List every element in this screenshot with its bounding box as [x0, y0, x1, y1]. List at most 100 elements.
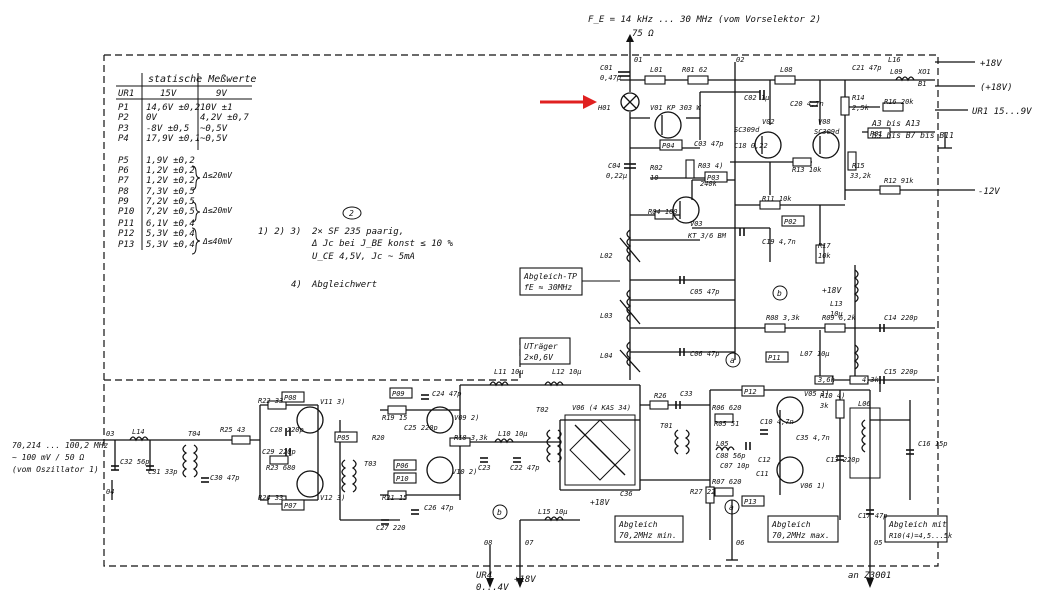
node-a-lower: a — [729, 503, 734, 512]
component-label-r10v: 3k — [819, 402, 829, 410]
table-cell: P8 — [118, 187, 129, 197]
abgleich-mit-value: R10(4)=4,5...5k — [889, 532, 953, 540]
component-label-c22: C22 47p — [510, 464, 540, 472]
component-label-c20: C20 4,7n — [790, 100, 824, 108]
table-cell: P13 — [118, 240, 134, 250]
component-label-t02: T02 — [536, 406, 549, 414]
v01-fet-icon — [654, 111, 682, 139]
component-label-c01v: 0,47μ — [600, 74, 621, 82]
component-label-r15: R15 — [852, 162, 865, 170]
table-cell: ~0,5V — [200, 124, 228, 134]
component-label-t01: T01 — [660, 422, 673, 430]
test-point-label: P10 — [396, 475, 409, 483]
left-input-source: (vom Oszillator 1) — [12, 465, 99, 474]
test-point-p02 — [781, 215, 805, 227]
component-label-v02: V02 — [762, 118, 775, 126]
table-cell: P11 — [118, 219, 134, 229]
table-cell: ~0,5V — [200, 134, 228, 144]
table-cell: 7,3V ±0,5 — [146, 187, 195, 197]
test-point-p11 — [765, 351, 789, 363]
bottom-io: UR4 0...4V +18V an Z3001 — [476, 559, 891, 593]
table-header-15v: 15V — [160, 89, 177, 99]
component-label-v12: V12 3) — [320, 494, 345, 502]
test-point-p10 — [393, 472, 417, 484]
component-label-r01: R01 62 — [682, 66, 707, 74]
table-cell: 5,3V ±0,4 — [146, 240, 195, 250]
table-title: statische Meßwerte — [148, 74, 256, 85]
component-label-t03: T03 — [364, 460, 377, 468]
node-b-lower: b — [497, 508, 502, 517]
abgleich-mit-label: Abgleich mit — [888, 520, 947, 529]
node-a: a — [730, 356, 735, 365]
component-label-r09: R09 6,2k — [822, 314, 857, 322]
abgleich-mit-box — [884, 515, 948, 543]
brace-label-1: Δ≤20mV — [202, 171, 233, 180]
test-point-label: P01 — [870, 130, 883, 138]
io-ur4-range: 0...4V — [476, 583, 509, 593]
table-cell: 7,2V ±0,5 — [146, 197, 195, 207]
node-05: 05 — [874, 539, 882, 547]
input-freq-label: F_E = 14 kHz ... 30 MHz (vom Vorselektor… — [588, 15, 821, 25]
notes-line2: Δ Jc bei J_BE konst ≤ 10 % — [311, 239, 453, 249]
table-cell: P4 — [118, 134, 129, 144]
test-point-label: P08 — [284, 394, 297, 402]
component-label-l05: L05 — [716, 440, 729, 448]
component-label-r11: R11 10k — [762, 195, 792, 203]
component-label-b1: B1 — [918, 80, 926, 88]
notes-refs: 1) 2) 3) — [258, 227, 301, 237]
table-cell: P7 — [118, 176, 129, 186]
table-header-ur1: UR1 — [118, 89, 134, 99]
table-cell: 14,6V ±0,2 — [146, 103, 200, 113]
component-label-c19: C19 4,7n — [762, 238, 796, 246]
component-label-c07: C07 10p — [720, 462, 750, 470]
component-label-c17: C17 47p — [858, 512, 888, 520]
brace-label-3: Δ≤40mV — [202, 237, 233, 246]
component-label-c12: C12 — [758, 456, 771, 464]
component-label-r07b: R07 620 — [712, 478, 742, 486]
component-label-r04: R04 100 — [648, 208, 678, 216]
component-label-v05: V05 1) — [804, 390, 829, 398]
component-label-r03v: 240k — [700, 180, 718, 188]
component-label-r03: R03 4) — [698, 162, 723, 170]
v10-transistor-icon — [426, 456, 454, 484]
test-point-p12 — [741, 385, 765, 397]
left-input-level: ~ 100 mV / 50 Ω — [12, 453, 84, 462]
component-label-r08: R08 3,3k — [766, 314, 801, 322]
io-minus12: -12V — [978, 187, 1000, 197]
component-label-l13v: 10μ — [830, 310, 843, 318]
test-point-label: P06 — [396, 462, 409, 470]
table-cell: 7,2V ±0,5 — [146, 207, 195, 217]
component-label-c18: C18 0,22 — [734, 142, 768, 150]
component-label-r21: R21 15 — [382, 494, 407, 502]
component-label-c15: C15 220p — [884, 368, 918, 376]
upper-circuit-wires — [620, 62, 935, 392]
node-a-circle-lower — [724, 499, 740, 515]
table-cell: 4,2V ±0,7 — [200, 113, 249, 123]
abgleich-tp-box — [519, 267, 583, 296]
test-point-p03 — [704, 171, 728, 183]
test-point-label: P13 — [744, 498, 757, 506]
component-label-c06: C06 47p — [690, 350, 720, 358]
component-label-c33: C33 — [680, 390, 693, 398]
notes-block: 2 1) 2) 3) 2× SF 235 paarig, Δ Jc bei J_… — [258, 206, 453, 290]
component-label-v08v: SC309d — [814, 128, 840, 136]
component-label-r14v: 2,5k — [852, 104, 870, 112]
upper-transistors — [654, 111, 840, 224]
component-label-v11: V11 3) — [320, 398, 345, 406]
test-point-p08 — [281, 391, 305, 403]
component-label-l11: L11 10μ — [494, 368, 524, 376]
component-label-r25: R25 43 — [220, 426, 245, 434]
component-label-r07: 3,6k — [817, 376, 836, 384]
node-07: 07 — [525, 539, 534, 547]
test-point-label: P07 — [284, 502, 297, 510]
component-label-v03: V03 — [690, 220, 703, 228]
abgleich-tp-label: Abgleich-TP — [523, 272, 577, 281]
component-label-l15: L15 10μ — [538, 508, 568, 516]
abgleich-max-box — [767, 515, 839, 543]
component-label-l16: L16 — [888, 56, 901, 64]
component-label-r14: R14 — [852, 94, 865, 102]
component-label-t04: T04 — [188, 430, 201, 438]
